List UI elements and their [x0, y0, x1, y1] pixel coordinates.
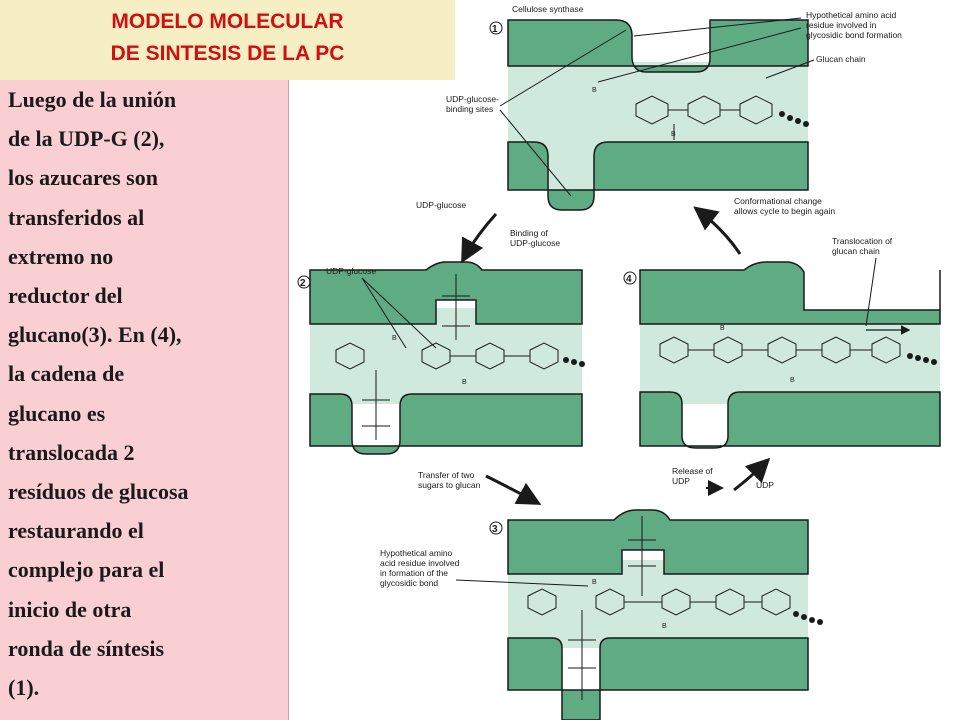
- enzyme-lower: [507, 637, 809, 720]
- residue-b-label: B: [592, 87, 597, 94]
- chain-dots: [793, 611, 823, 625]
- description-line: glucano(3). En (4),: [8, 322, 182, 348]
- label-udp-binding-1: UDP-glucose-: [446, 94, 499, 104]
- description-line: resíduos de glucosa: [8, 479, 189, 505]
- cycle-arrows: UDP-glucose Binding of UDP-glucose Confo…: [416, 196, 835, 505]
- description-text: Luego de la unión de la UDP-G (2), los a…: [8, 80, 288, 707]
- residue-b-label: B: [790, 377, 795, 384]
- enzyme-upper: [507, 509, 809, 575]
- label-udp-binding-2: binding sites: [446, 104, 493, 114]
- phosphate-chain-up: [442, 274, 470, 340]
- chain-dots: [563, 357, 585, 367]
- label-release-2: UDP: [672, 476, 690, 486]
- description-line: restaurando el: [8, 518, 144, 544]
- enzyme-lower: [507, 141, 809, 211]
- residue-b-label: B: [392, 335, 397, 342]
- residue-b-label: B: [592, 579, 597, 586]
- residue-b-label: B: [720, 325, 725, 332]
- description-line: Luego de la unión: [8, 87, 177, 112]
- title-line-2: DE SINTESIS DE LA PC: [110, 42, 345, 65]
- panel-step-2: 2 UDP-glucose B B: [297, 261, 585, 455]
- description-line: reductor del: [8, 283, 123, 309]
- panel-step-1: 1 Cellulose synthase Hypothetical amino …: [446, 4, 902, 211]
- title-line-1: MODELO MOLECULAR: [111, 10, 344, 33]
- panel-step-3: 3 Hypothetical amino acid residue involv…: [380, 509, 823, 720]
- step-number: 1: [492, 24, 498, 35]
- arrow-conformational: [693, 206, 742, 255]
- step-number: 3: [492, 524, 498, 535]
- description-line: transferidos al: [8, 204, 145, 230]
- text-panel: Luego de la unión de la UDP-G (2), los a…: [0, 0, 289, 720]
- arrow-binding: [461, 212, 498, 264]
- label-binding-2: UDP-glucose: [510, 238, 560, 248]
- label-udp-glucose: UDP-glucose: [326, 266, 376, 276]
- description-line: ronda de síntesis: [8, 635, 165, 661]
- step-number: 4: [626, 274, 632, 285]
- description-line: glucano es: [8, 400, 106, 426]
- label-hypothetical-top-1: Hypothetical amino acid: [806, 10, 897, 20]
- description-line: (1).: [8, 675, 40, 701]
- glucan-chain: [335, 342, 559, 370]
- label-hypothetical-bottom-1: Hypothetical amino: [380, 548, 453, 558]
- phosphate-chain-down: [362, 370, 390, 440]
- label-hypothetical-bottom-2: acid residue involved: [380, 558, 460, 568]
- label-conformational-1: Conformational change: [734, 196, 822, 206]
- description-line: complejo para el: [8, 557, 165, 583]
- residue-b-label: B: [462, 379, 467, 386]
- enzyme-lower: [639, 391, 941, 449]
- slide-title: MODELO MOLECULAR DE SINTESIS DE LA PC: [0, 0, 455, 80]
- label-hypothetical-top-3: glycosidic bond formation: [806, 30, 902, 40]
- label-udp-glucose-2: UDP-glucose: [416, 200, 466, 210]
- label-translocation-2: glucan chain: [832, 246, 880, 256]
- label-conformational-2: allows cycle to begin again: [734, 206, 835, 216]
- phosphate-chain-up: [628, 516, 656, 596]
- label-cellulose-synthase: Cellulose synthase: [512, 4, 584, 14]
- label-glucan-chain: Glucan chain: [816, 54, 866, 64]
- glucan-chain: [659, 336, 901, 364]
- step-number: 2: [300, 278, 306, 289]
- description-line: la cadena de: [8, 361, 125, 387]
- label-hypothetical-bottom-3: in formation of the: [380, 568, 448, 578]
- description-line: de la UDP-G (2),: [8, 126, 165, 152]
- chain-dots: [779, 111, 809, 127]
- arrow-release: [733, 457, 771, 492]
- glucan-chain: [527, 588, 791, 616]
- synthesis-cycle-diagram: 1 Cellulose synthase Hypothetical amino …: [297, 4, 941, 720]
- residue-b-label: B: [662, 623, 667, 630]
- description-line: inicio de otra: [8, 596, 132, 622]
- label-transfer-2: sugars to glucan: [418, 480, 481, 490]
- chain-dots: [907, 353, 937, 365]
- label-hypothetical-bottom-4: glycosidic bond: [380, 578, 438, 588]
- description-line: los azucares son: [8, 165, 158, 191]
- label-hypothetical-top-2: residue involved in: [806, 20, 877, 30]
- label-translocation-1: Translocation of: [832, 236, 893, 246]
- phosphate-chain-down: [568, 610, 596, 700]
- label-transfer-1: Transfer of two: [418, 470, 475, 480]
- description-line: extremo no: [8, 243, 114, 269]
- glucan-chain: [635, 95, 773, 125]
- panel-step-4: 4 Translocation of glucan chain B B: [623, 236, 941, 449]
- label-udp: UDP: [756, 480, 774, 490]
- enzyme-lower: [309, 393, 583, 455]
- label-binding-1: Binding of: [510, 228, 548, 238]
- label-release-1: Release of: [672, 466, 713, 476]
- enzyme-upper: [639, 261, 941, 325]
- description-line: translocada 2: [8, 439, 135, 465]
- arrow-transfer: [485, 474, 542, 505]
- pocket-region: [640, 312, 940, 404]
